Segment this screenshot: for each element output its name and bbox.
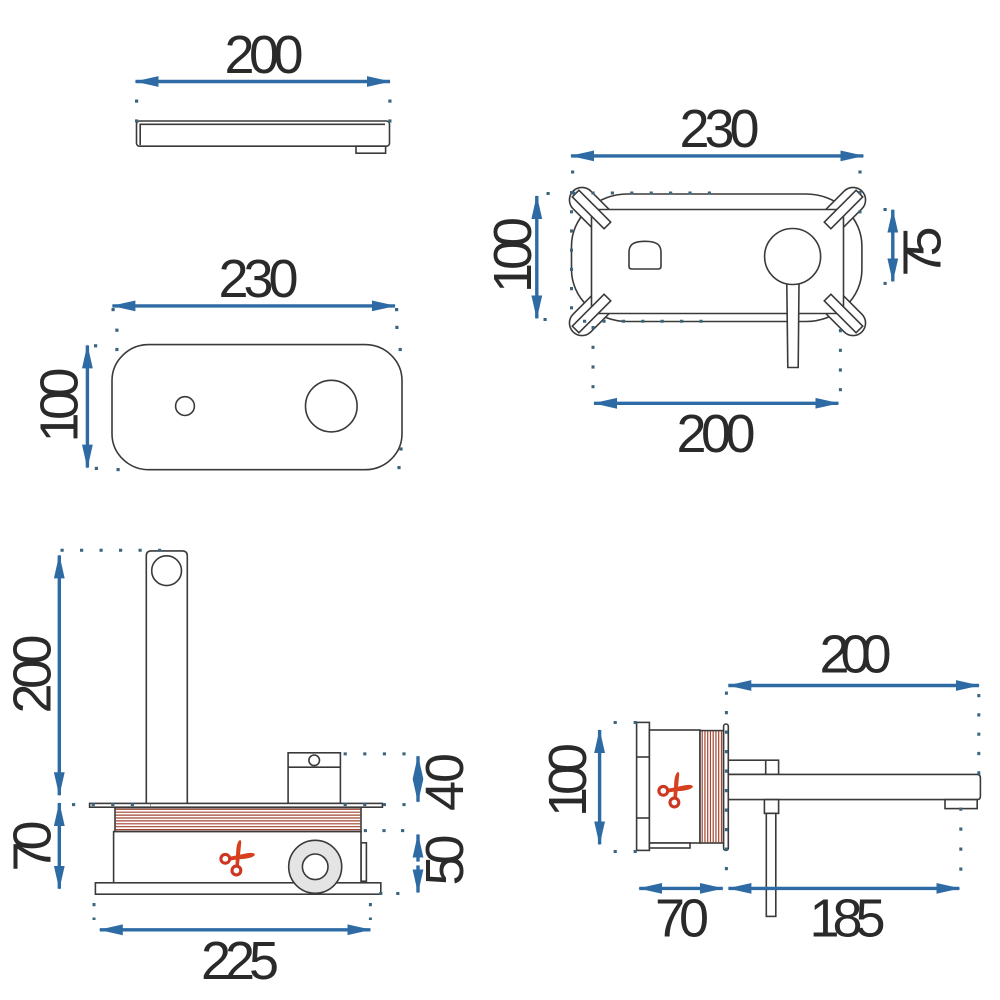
svg-text:185: 185 xyxy=(810,889,886,949)
svg-text:70: 70 xyxy=(655,889,709,949)
svg-text:200: 200 xyxy=(225,25,304,85)
svg-text:40: 40 xyxy=(415,753,475,811)
svg-text:70: 70 xyxy=(3,821,63,872)
svg-text:230: 230 xyxy=(680,99,760,159)
svg-text:100: 100 xyxy=(538,743,598,817)
svg-text:100: 100 xyxy=(30,368,90,443)
svg-text:230: 230 xyxy=(219,249,299,309)
svg-text:200: 200 xyxy=(820,625,892,685)
svg-text:100: 100 xyxy=(483,217,543,293)
svg-text:225: 225 xyxy=(201,931,279,991)
svg-text:200: 200 xyxy=(3,635,63,714)
svg-text:75: 75 xyxy=(893,227,953,277)
svg-text:200: 200 xyxy=(677,404,756,464)
svg-text:50: 50 xyxy=(415,835,475,886)
